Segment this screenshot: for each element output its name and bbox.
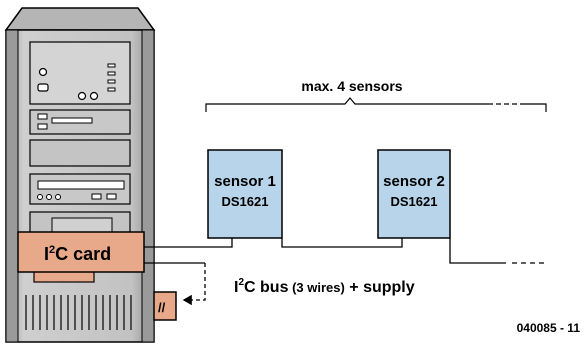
sensor-2: sensor 2 DS1621 <box>377 149 451 239</box>
sensor-1-model: DS1621 <box>222 194 269 209</box>
i2c-card-body <box>17 231 145 273</box>
power-led-icon <box>38 67 48 77</box>
supply-arrow <box>182 263 206 306</box>
sensor-1-name: sensor 1 <box>214 173 276 190</box>
i2c-card-label: I2C card <box>44 244 111 264</box>
power-button <box>37 83 49 92</box>
pc-tower <box>4 7 156 343</box>
empty-drive-bay <box>29 139 131 167</box>
range-brace <box>205 97 547 112</box>
indicator-led-1 <box>77 91 87 101</box>
parallel-port-label: // <box>158 300 166 315</box>
figure-id: 040085 - 11 <box>517 321 581 335</box>
range-label: max. 4 sensors <box>301 78 402 94</box>
floppy-drive-bay <box>29 109 131 135</box>
cd-drive-bay <box>29 173 131 205</box>
bus-wiring <box>144 238 546 264</box>
ventilation-grille <box>25 295 132 330</box>
sensor-2-model: DS1621 <box>391 194 438 209</box>
i2c-card: I2C card <box>17 231 145 283</box>
pc-top-panel <box>4 7 156 31</box>
bus-label: I2C bus (3 wires) + supply <box>234 277 415 296</box>
sensor-2-name: sensor 2 <box>383 173 445 190</box>
sensor-1: sensor 1 DS1621 <box>207 149 283 239</box>
parallel-port: // <box>153 291 177 321</box>
indicator-led-2 <box>89 91 99 101</box>
front-panel <box>29 41 131 105</box>
